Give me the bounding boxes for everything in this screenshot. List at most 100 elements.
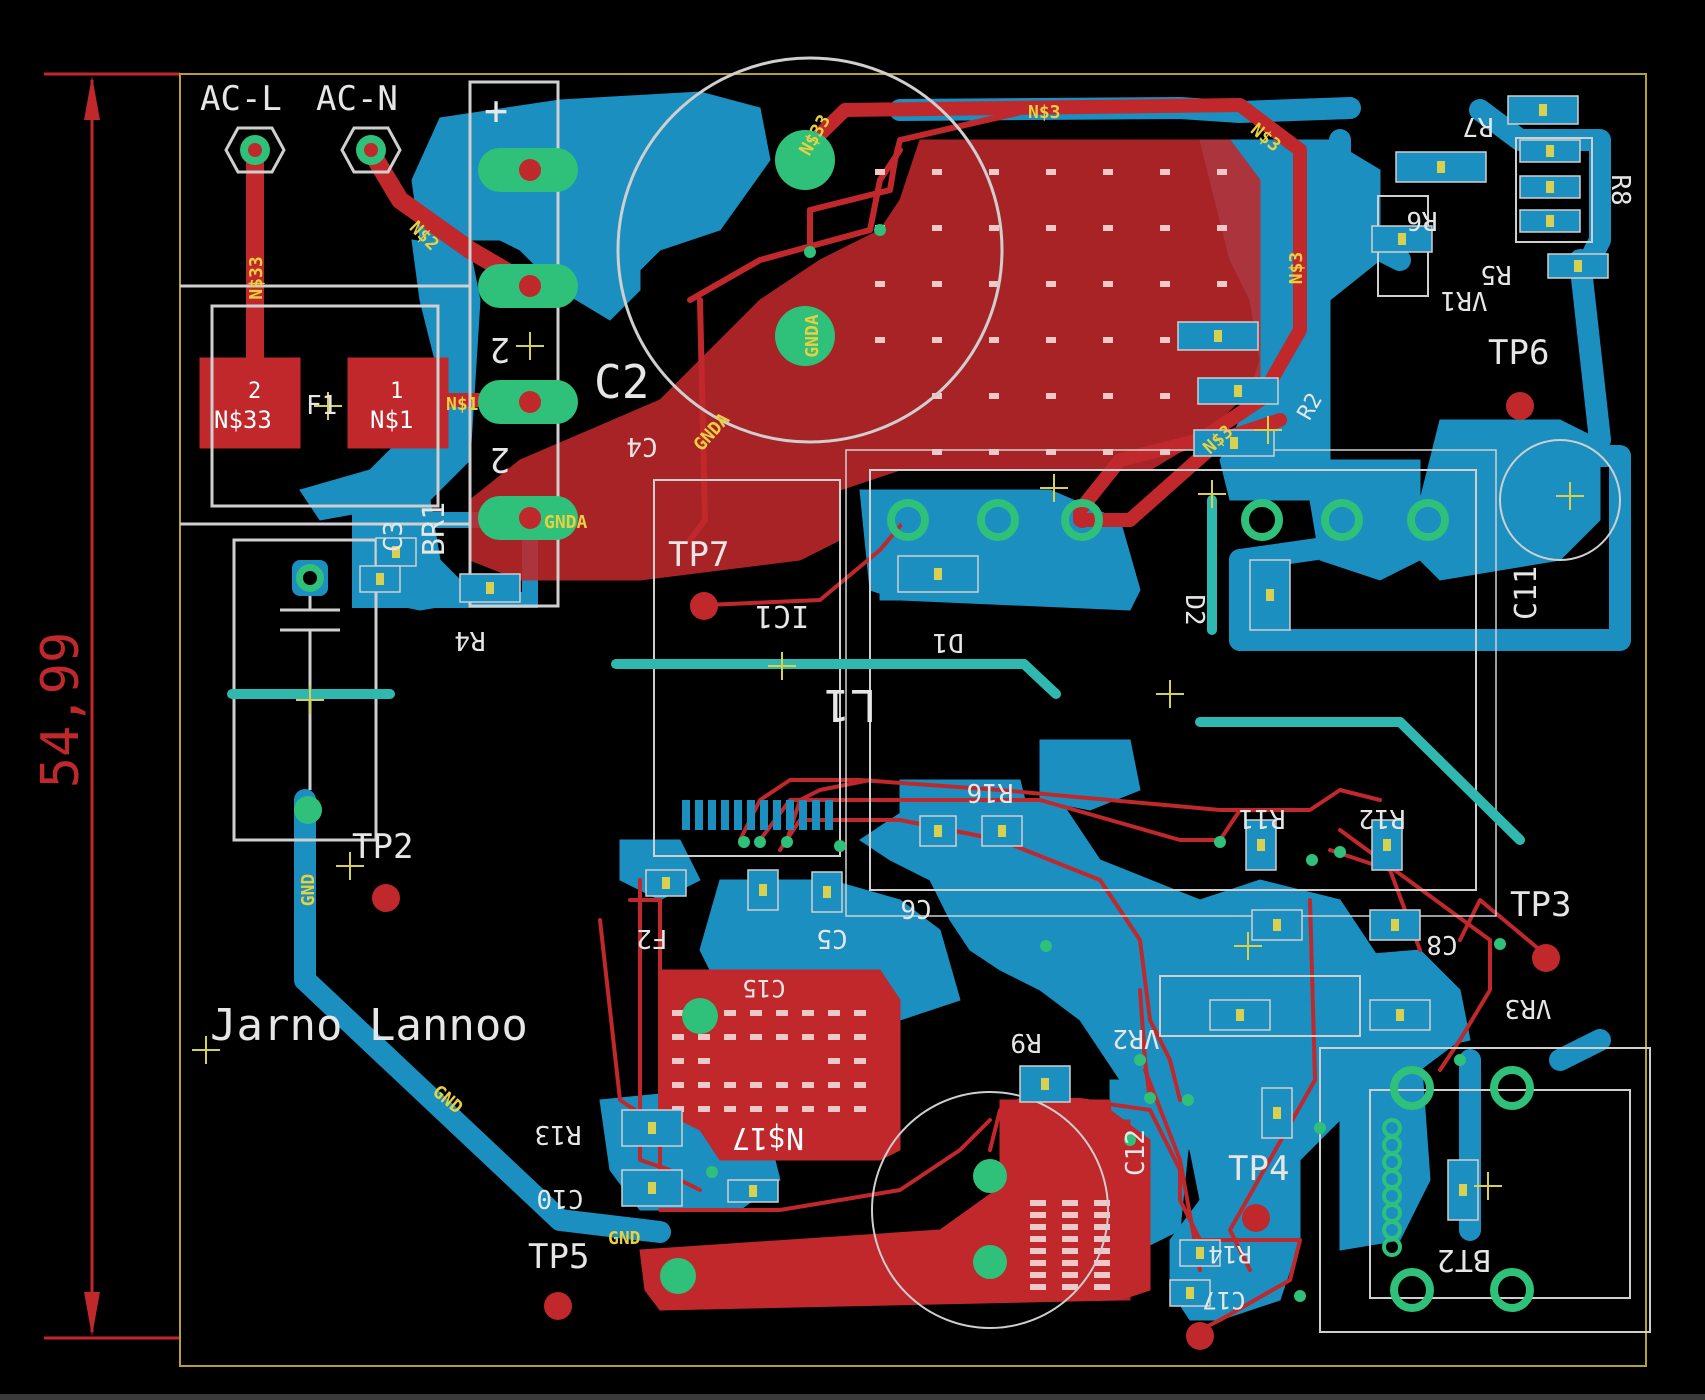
inductor-pad xyxy=(1407,499,1449,541)
usb-pads[interactable] xyxy=(1390,1066,1534,1312)
cap-c11-label: C11 xyxy=(1509,566,1544,620)
battery-pads[interactable] xyxy=(660,998,1007,1294)
stitch-via xyxy=(854,1058,866,1064)
vr3-label: VR3 xyxy=(1505,993,1552,1023)
smd-pads[interactable] xyxy=(359,95,1609,1307)
smd-pad xyxy=(747,869,779,911)
tp2-label: TP2 xyxy=(352,827,413,867)
smd-pad xyxy=(919,815,957,847)
res-r11-label: R11 xyxy=(1239,803,1286,833)
res-r14-label: R14 xyxy=(1208,1240,1251,1268)
via-stitching-grid xyxy=(672,169,1227,1290)
smd-pad xyxy=(897,555,979,593)
stitch-via xyxy=(1103,393,1113,399)
cap-c2-pad-plus[interactable] xyxy=(775,130,835,190)
smd-pad xyxy=(1371,819,1403,871)
stitch-via xyxy=(828,1082,840,1088)
stitch-via xyxy=(1046,169,1056,175)
stitch-via xyxy=(1094,1272,1110,1278)
small-vias xyxy=(706,224,1506,1302)
stitch-via xyxy=(1062,1248,1078,1254)
stitch-via xyxy=(672,1082,684,1088)
stitch-via xyxy=(1030,1224,1046,1230)
pads-layer[interactable] xyxy=(224,126,835,824)
tp5-label: TP5 xyxy=(528,1237,589,1277)
testpoints[interactable] xyxy=(372,392,1560,1350)
smd-pad xyxy=(1193,429,1275,457)
stitch-via xyxy=(1217,281,1227,287)
via xyxy=(1182,1094,1194,1106)
smd-pad xyxy=(811,871,843,913)
board-outline[interactable] xyxy=(179,73,1647,1367)
tp5-pad xyxy=(544,1292,572,1320)
terminal-pad-1[interactable] xyxy=(478,148,578,192)
smd-pad xyxy=(1197,377,1279,405)
cap-c2-pad-minus[interactable] xyxy=(775,306,835,366)
ic-pin xyxy=(812,800,820,830)
stitch-via xyxy=(1046,225,1056,231)
cap-c17-label: C17 xyxy=(1202,1286,1245,1314)
cap-c2-outline xyxy=(616,56,1004,444)
dimension-value: 54,99 xyxy=(31,632,91,789)
via xyxy=(1144,1092,1156,1104)
smd-pad xyxy=(645,869,687,897)
stitch-via xyxy=(1030,1212,1046,1218)
res-r7-label: R7 xyxy=(1462,111,1493,141)
battery-outline xyxy=(871,1091,1109,1329)
stitch-via xyxy=(1030,1236,1046,1242)
stitch-via xyxy=(724,1106,736,1112)
inductor-pad xyxy=(887,499,929,541)
inductor-pads[interactable] xyxy=(887,499,1449,541)
smd-pad xyxy=(1169,1279,1211,1307)
via xyxy=(781,836,793,848)
terminal-pad-2[interactable] xyxy=(478,264,578,308)
terminal-pad-4[interactable] xyxy=(478,496,578,540)
smd-pad xyxy=(1369,999,1431,1031)
usb-connector-outline xyxy=(1319,1047,1651,1333)
fuse-pad1-number: 1 xyxy=(390,379,403,404)
fuse-pad-2[interactable] xyxy=(199,357,301,449)
stitch-via xyxy=(802,1106,814,1112)
inductor-inner xyxy=(845,449,1497,917)
stitch-via xyxy=(828,1010,840,1016)
ac-neutral-pad[interactable] xyxy=(340,126,402,174)
stitch-via xyxy=(989,169,999,175)
stitch-via xyxy=(932,393,942,399)
stitch-via xyxy=(1062,1260,1078,1266)
terminal-pad-3[interactable] xyxy=(478,380,578,424)
ac-live-pad[interactable] xyxy=(224,126,286,174)
stitch-via xyxy=(698,1058,710,1064)
cap-c3-pad[interactable] xyxy=(292,560,328,596)
stitch-via xyxy=(1160,449,1170,455)
net-label-gnda-vertical: GNDA xyxy=(802,314,823,358)
smd-pad xyxy=(1519,209,1581,233)
fuse-pad2-net: N$33 xyxy=(214,406,272,434)
stitch-via xyxy=(1062,1236,1078,1242)
tp6-pad xyxy=(1506,392,1534,420)
unrouted-airwires xyxy=(227,495,1525,845)
stitch-via xyxy=(802,1034,814,1040)
smd-pad xyxy=(1369,909,1421,941)
via xyxy=(1124,1134,1136,1146)
usb-pin xyxy=(1382,1237,1402,1257)
fuse-pad-1[interactable] xyxy=(347,357,449,449)
ic-pin xyxy=(786,800,794,830)
ic-pins xyxy=(682,800,833,830)
cap-c3-pad-2[interactable] xyxy=(294,796,322,824)
tp3-label: TP3 xyxy=(1510,885,1571,925)
stitch-via xyxy=(1046,449,1056,455)
fuse-pad2-number: 2 xyxy=(248,379,261,404)
inductor-pad-core xyxy=(900,512,916,528)
stitch-via xyxy=(1160,225,1170,231)
dimension-annotation[interactable] xyxy=(44,72,180,1340)
stitch-via xyxy=(776,1106,788,1112)
cap-c15-label: C15 xyxy=(742,974,785,1002)
smd-pad xyxy=(1179,1239,1221,1267)
smd-pad xyxy=(1371,225,1433,253)
vr2-label: VR2 xyxy=(1113,1023,1160,1053)
inductor-pad xyxy=(1241,499,1283,541)
vr1-label: VR1 xyxy=(1441,285,1488,315)
via xyxy=(1040,940,1052,952)
stitch-via xyxy=(672,1058,684,1064)
